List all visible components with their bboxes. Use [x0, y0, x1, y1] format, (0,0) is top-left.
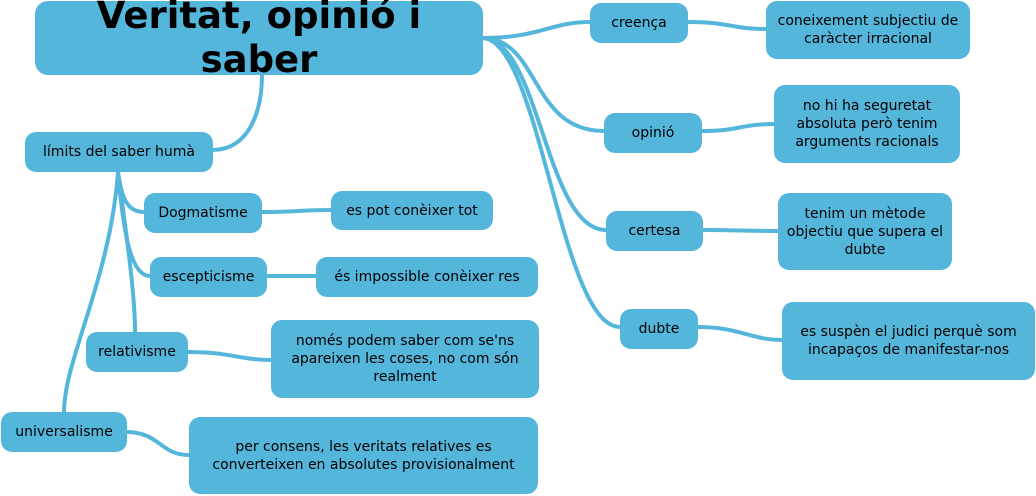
link-creenca-def: [686, 20, 770, 31]
branch-opinio[interactable]: opinió: [604, 113, 702, 153]
branch-dubte[interactable]: dubte: [620, 309, 698, 349]
definition-certesa[interactable]: tenim un mètode objectiu que supera el d…: [778, 193, 952, 270]
link-root-certesa: [480, 36, 608, 232]
relativisme-description[interactable]: només podem saber com se'ns apareixen le…: [271, 320, 539, 398]
limits-relativisme[interactable]: relativisme: [86, 332, 188, 372]
limits-universalisme[interactable]: universalisme: [1, 412, 127, 452]
root-topic[interactable]: Veritat, opinió i saber: [35, 0, 483, 81]
link-root-opinio: [480, 36, 606, 133]
limits-escepticisme[interactable]: escepticisme: [150, 257, 267, 297]
link-root-creenca: [480, 20, 592, 40]
link-limits-relativisme: [116, 170, 137, 334]
definition-creenca[interactable]: coneixement subjectiu de caràcter irraci…: [766, 1, 970, 59]
universalisme-description[interactable]: per consens, les veritats relatives es c…: [189, 417, 538, 494]
link-limits-universalisme: [62, 170, 120, 414]
branch-creenca[interactable]: creença: [590, 3, 688, 43]
limits-dogmatisme[interactable]: Dogmatisme: [144, 193, 262, 233]
branch-limits-saber-huma[interactable]: límits del saber humà: [25, 132, 213, 172]
branch-certesa[interactable]: certesa: [606, 211, 703, 251]
link-certesa-def: [701, 228, 780, 233]
link-universalisme-desc: [124, 430, 191, 457]
escepticisme-description[interactable]: és impossible conèixer res: [316, 257, 538, 297]
definition-opinio[interactable]: no hi ha seguretat absoluta però tenim a…: [774, 85, 960, 163]
dogmatisme-description[interactable]: es pot conèixer tot: [331, 191, 493, 230]
definition-dubte[interactable]: es suspèn el judici perquè som incapaços…: [782, 302, 1035, 380]
link-relativisme-desc: [186, 350, 273, 362]
link-root-limits: [210, 72, 264, 152]
link-opinio-def: [700, 122, 777, 133]
link-dogmatisme-desc: [260, 208, 333, 214]
link-root-dubte: [480, 36, 622, 329]
link-dubte-def: [696, 325, 785, 342]
